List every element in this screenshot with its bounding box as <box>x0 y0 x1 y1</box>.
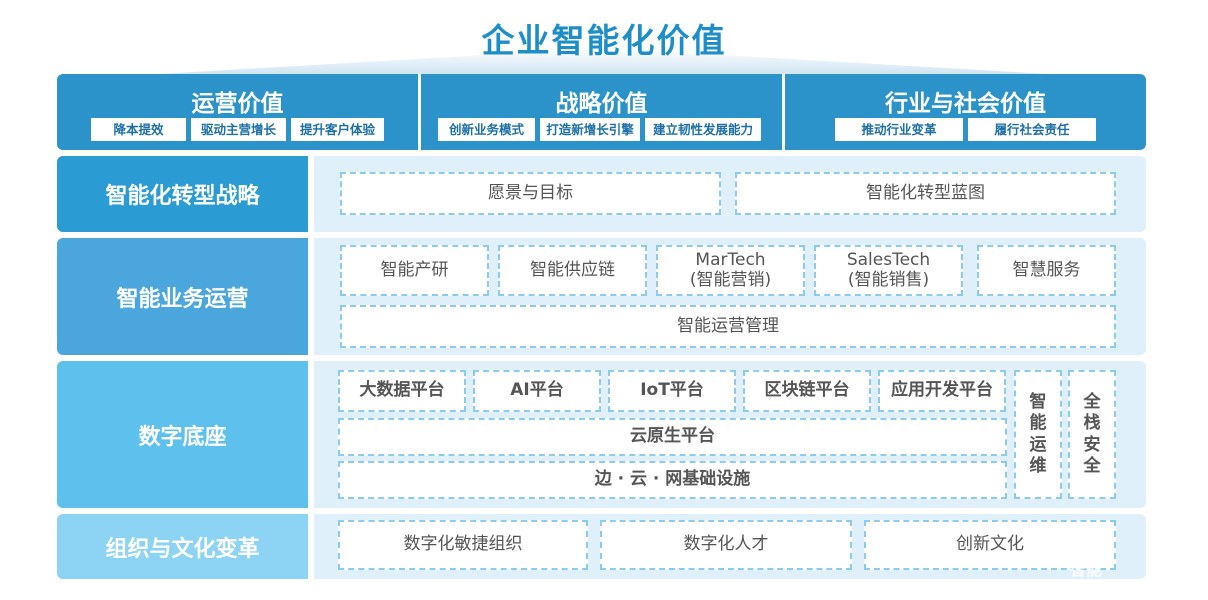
value-chip: 推动行业变革 <box>835 118 963 141</box>
value-chip: 履行社会责任 <box>968 118 1096 141</box>
platform-item: 区块链平台 <box>743 370 871 412</box>
operations-item-text: 智能产研 <box>380 259 449 280</box>
title-area: 企业智能化价值 <box>0 0 1208 74</box>
vertical-char: 栈 <box>1083 413 1101 434</box>
value-title: 行业与社会价值 <box>885 91 1046 117</box>
value-column-operations: 运营价值 降本提效 驱动主营增长 提升客户体验 <box>57 74 418 150</box>
row-label-strategy: 智能化转型战略 <box>57 156 308 232</box>
operations-item-subtext: (智能营销) <box>689 269 772 290</box>
cloud-native-platform: 云原生平台 <box>338 418 1007 456</box>
operations-item-text: 智能供应链 <box>530 259 615 280</box>
value-chip: 提升客户体验 <box>291 118 384 141</box>
value-chip: 降本提效 <box>91 118 186 141</box>
operations-item-text: SalesTech <box>846 249 931 270</box>
vertical-char: 全 <box>1083 455 1101 476</box>
operations-item-text: 智慧服务 <box>1012 259 1081 280</box>
watermark-text: 智能 <box>1070 560 1103 579</box>
row-label-culture: 组织与文化变革 <box>57 514 308 579</box>
full-stack-security-column: 全 栈 安 全 <box>1068 370 1116 499</box>
culture-item: 数字化人才 <box>600 520 852 570</box>
vertical-char: 能 <box>1029 413 1047 434</box>
value-column-strategy: 战略价值 创新业务模式 打造新增长引擎 建立韧性发展能力 <box>421 74 782 150</box>
vertical-char: 维 <box>1029 455 1047 476</box>
value-separator <box>782 74 785 150</box>
value-title: 运营价值 <box>191 91 284 117</box>
value-separator <box>418 74 421 150</box>
operations-item-salestech: SalesTech (智能销售) <box>814 245 963 296</box>
strategy-item-vision: 愿景与目标 <box>340 172 721 215</box>
vertical-char: 运 <box>1029 434 1047 455</box>
vertical-char: 全 <box>1083 392 1101 412</box>
operations-item: 智能产研 <box>340 245 489 296</box>
row-label-foundation: 数字底座 <box>57 361 308 508</box>
operations-management: 智能运营管理 <box>340 305 1116 348</box>
platform-item: IoT平台 <box>608 370 736 412</box>
platform-item: AI平台 <box>473 370 601 412</box>
value-chip: 建立韧性发展能力 <box>645 118 761 141</box>
page-title: 企业智能化价值 <box>481 21 727 60</box>
value-chip: 创新业务模式 <box>438 118 535 141</box>
platform-item: 大数据平台 <box>338 370 466 412</box>
row-label-operations: 智能业务运营 <box>57 238 308 355</box>
operations-item-martech: MarTech (智能营销) <box>656 245 805 296</box>
culture-item: 创新文化 <box>864 520 1116 570</box>
platform-item: 应用开发平台 <box>878 370 1006 412</box>
operations-item: 智慧服务 <box>977 245 1116 296</box>
operations-item-text: MarTech <box>695 249 766 270</box>
value-chip: 打造新增长引擎 <box>540 118 640 141</box>
value-column-industry-society: 行业与社会价值 推动行业变革 履行社会责任 <box>785 74 1146 150</box>
intelligent-ops-column: 智 能 运 维 <box>1014 370 1062 499</box>
operations-item-subtext: (智能销售) <box>847 269 930 290</box>
value-chip: 驱动主营增长 <box>191 118 286 141</box>
vertical-char: 安 <box>1083 434 1101 455</box>
operations-item: 智能供应链 <box>498 245 647 296</box>
strategy-item-blueprint: 智能化转型蓝图 <box>735 172 1116 215</box>
value-title: 战略价值 <box>555 91 648 117</box>
culture-item: 数字化敏捷组织 <box>338 520 588 570</box>
vertical-char: 智 <box>1029 392 1047 412</box>
edge-cloud-network-infra: 边 · 云 · 网基础设施 <box>338 461 1007 499</box>
